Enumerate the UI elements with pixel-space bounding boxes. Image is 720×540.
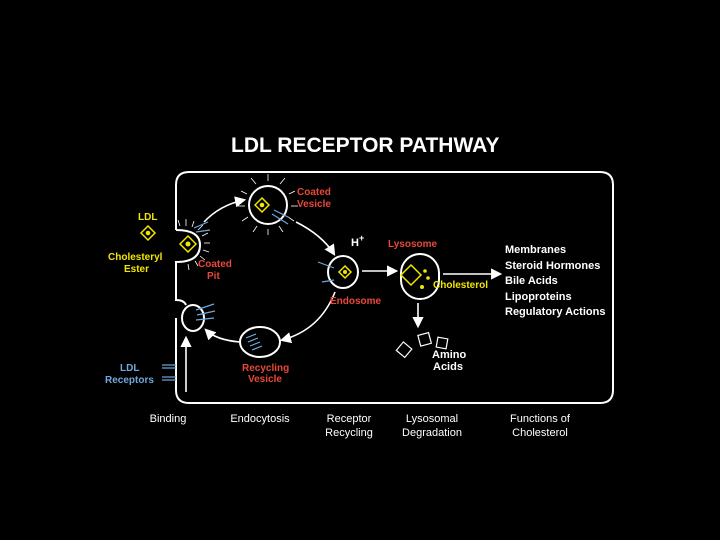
arrow-pit-to-vesicle (203, 196, 247, 223)
receptor-lines-pit (193, 221, 211, 233)
cell-membrane (175, 171, 614, 404)
arrow-endosome-to-recycling (279, 291, 336, 344)
stage-label-line2: Cholesterol (512, 427, 568, 439)
ldl-particle-pit (178, 234, 198, 254)
stage-label-line2: Recycling (325, 427, 373, 439)
stage-label: Endocytosis (230, 413, 290, 425)
recycling-vesicle (239, 326, 281, 358)
arrow-recycling-to-membrane (204, 328, 241, 343)
function-item: Bile Acids (505, 275, 558, 287)
arrow-vesicle-to-endosome (295, 221, 336, 256)
lysosome (399, 253, 440, 300)
recycling-vesicle-label-2: Vesicle (248, 374, 282, 385)
cholesteryl-ester-label-1: Cholesteryl (108, 252, 163, 263)
function-item: Membranes (505, 244, 566, 256)
stage-label: Receptor (327, 413, 372, 425)
endosome (317, 255, 359, 289)
function-item: Steroid Hormones (505, 260, 600, 272)
coated-pit-spikes (177, 219, 210, 271)
stage-label: Functions of (510, 413, 571, 425)
stage-label-line2: Degradation (402, 427, 462, 439)
function-item: Lipoproteins (505, 291, 572, 303)
amino-acids-label-2: Acids (433, 361, 463, 373)
ldl-free-particle (139, 224, 157, 242)
coated-vesicle (238, 174, 298, 235)
coated-pit-label-2: Pit (207, 271, 220, 282)
coated-vesicle-label-2: Vesicle (297, 199, 331, 210)
ldl-receptors-label-2: Receptors (105, 375, 154, 386)
coated-vesicle-label-1: Coated (297, 187, 331, 198)
ldl-label: LDL (138, 212, 157, 223)
ldl-receptors-label-1: LDL (120, 363, 139, 374)
cholesterol-label: Cholesterol (433, 280, 488, 291)
ldl-receptors-arrows (162, 335, 192, 392)
h-plus-label: H+ (351, 233, 364, 249)
budding-vesicle (181, 303, 216, 332)
lysosome-label: Lysosome (388, 239, 438, 250)
function-item: Regulatory Actions (505, 306, 605, 318)
stage-label: Lysosomal (406, 413, 458, 425)
recycling-vesicle-label-1: Recycling (242, 363, 289, 374)
endosome-label: Endosome (330, 296, 382, 307)
amino-acids-label-1: Amino (432, 349, 467, 361)
coated-pit-membrane (175, 229, 202, 306)
coated-pit-label-1: Coated (198, 259, 232, 270)
diagram-title: LDL RECEPTOR PATHWAY (231, 134, 499, 157)
amino-acid-squares (395, 331, 449, 359)
cholesteryl-ester-label-2: Ester (124, 264, 149, 275)
stage-label: Binding (150, 413, 187, 425)
